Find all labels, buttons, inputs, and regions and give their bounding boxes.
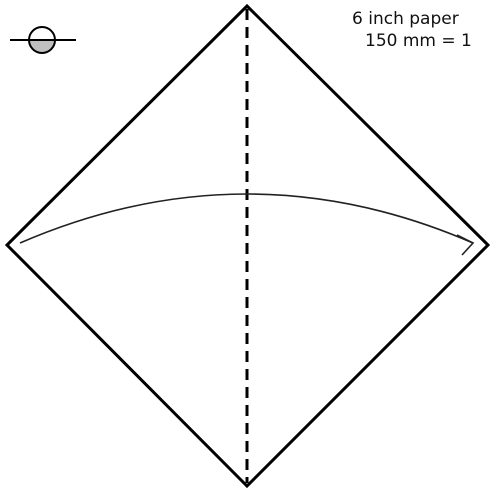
paper-size-note: 6 inch paper 150 mm = 1 (352, 8, 490, 52)
shaded-half (29, 40, 55, 53)
paper-color-side-icon (10, 26, 76, 54)
paper-size-mm: 150 mm = 1 (365, 31, 472, 51)
fold-arrow-curve (19, 193, 474, 244)
fold-arrow-head (456, 234, 475, 256)
paper-size-inches: 6 inch paper (352, 9, 459, 29)
